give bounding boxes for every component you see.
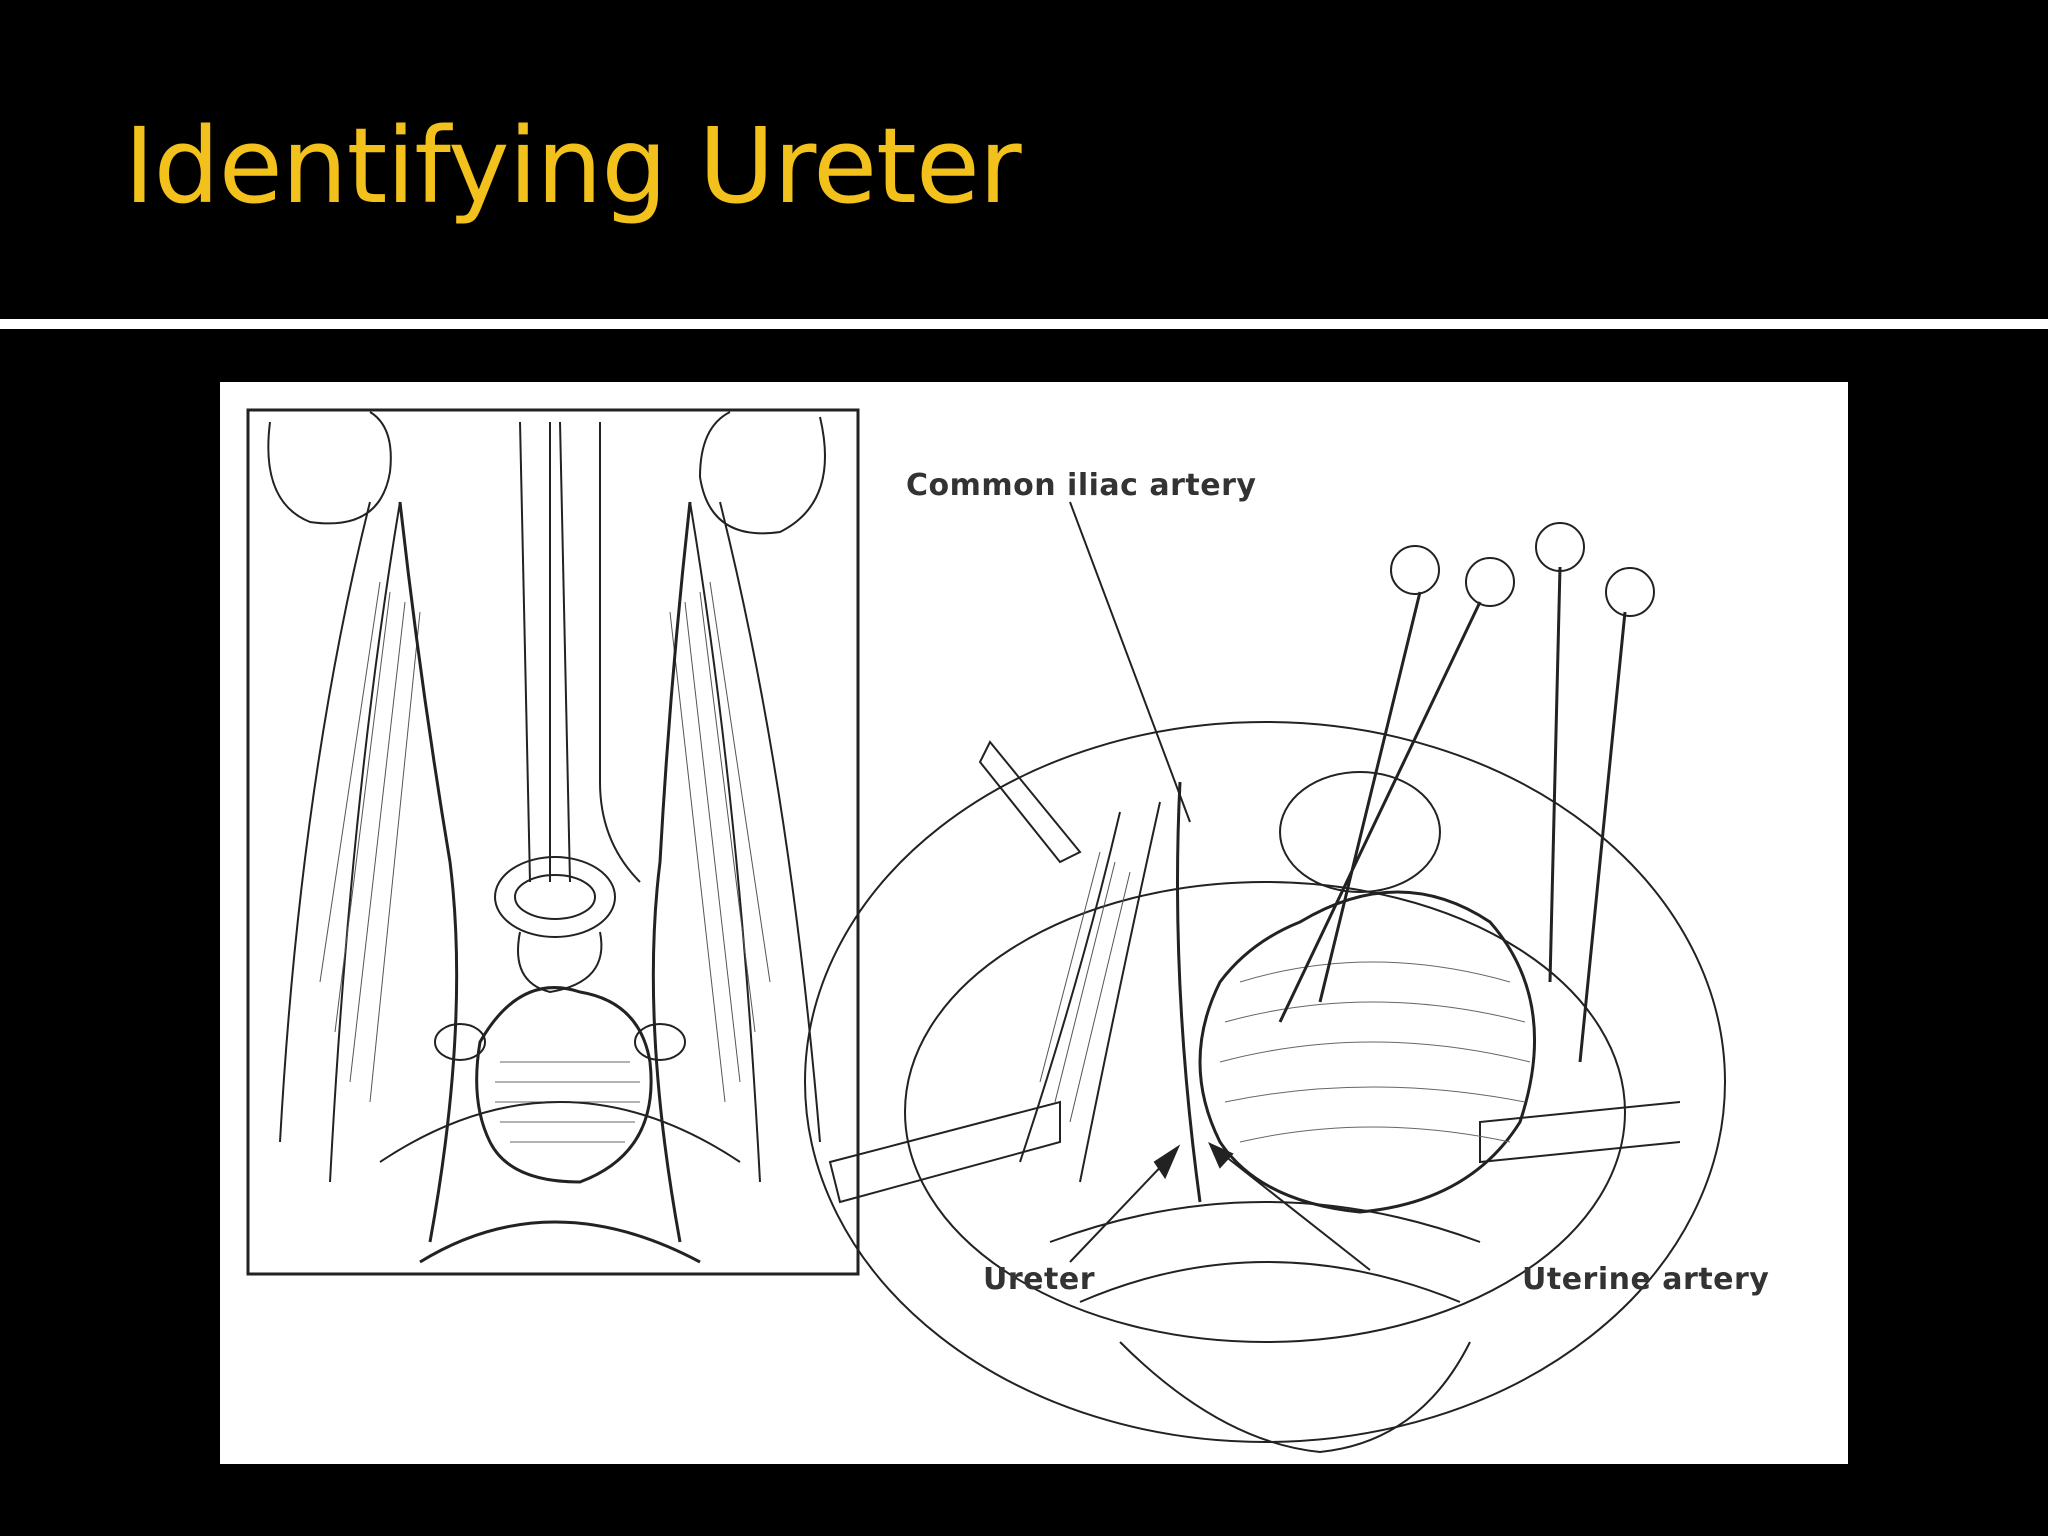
title-divider bbox=[0, 319, 2048, 329]
uterus-large bbox=[1198, 890, 1536, 1214]
label-uterine-artery: Uterine artery bbox=[1522, 1262, 1770, 1297]
left-ureter bbox=[398, 501, 459, 1243]
left-panel-frame bbox=[246, 408, 860, 1276]
incision-outline bbox=[804, 721, 1726, 1443]
left-kidney bbox=[267, 411, 392, 525]
bowel-loop bbox=[494, 856, 616, 938]
label-common-iliac-artery: Common iliac artery bbox=[906, 468, 1257, 503]
leader-uterine bbox=[1219, 1151, 1371, 1271]
clamp-ring bbox=[1390, 545, 1440, 595]
anatomy-illustration bbox=[246, 408, 1726, 1454]
right-kidney bbox=[698, 411, 826, 535]
slide-title: Identifying Ureter bbox=[124, 105, 1022, 227]
leader-common-iliac bbox=[1069, 501, 1191, 823]
leader-ureter bbox=[1069, 1156, 1171, 1263]
anatomy-figure: Common iliac artery Ureter Uterine arter… bbox=[220, 382, 1848, 1464]
right-ureter bbox=[651, 501, 692, 1243]
clamp-shaft bbox=[1278, 566, 1627, 1063]
uterus bbox=[475, 986, 653, 1184]
label-ureter: Ureter bbox=[983, 1262, 1095, 1297]
